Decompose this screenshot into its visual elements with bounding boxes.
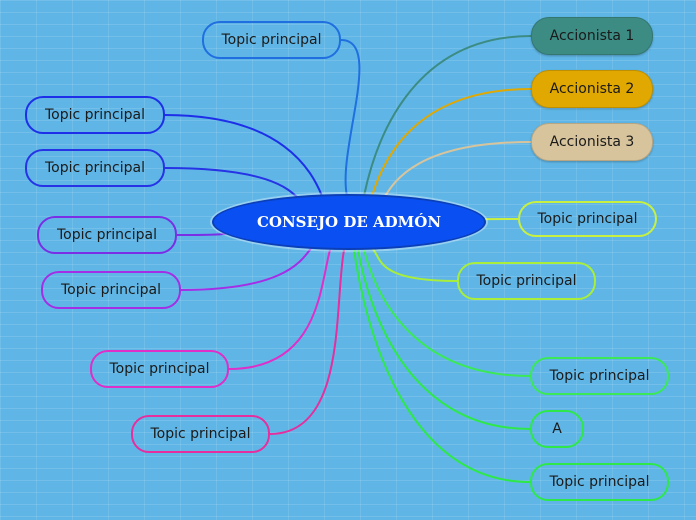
connector-accionista-1 xyxy=(363,35,532,197)
connector-left-2 xyxy=(164,114,323,197)
connector-left-6 xyxy=(228,249,331,370)
topic-label: Accionista 2 xyxy=(549,81,635,97)
central-topic-label: CONSEJO DE ADMÓN xyxy=(256,213,442,231)
topic-node-right-6[interactable]: Topic principal xyxy=(530,357,669,395)
topic-node-left-3[interactable]: Topic principal xyxy=(25,149,165,187)
topic-node-left-5[interactable]: Topic principal xyxy=(41,271,181,309)
connector-accionista-3 xyxy=(383,141,532,199)
topic-node-left-2[interactable]: Topic principal xyxy=(25,96,165,134)
topic-node-top-left-1[interactable]: Topic principal xyxy=(202,21,341,59)
topic-label: Accionista 3 xyxy=(549,134,635,150)
topic-label: Topic principal xyxy=(549,474,650,490)
topic-label: Topic principal xyxy=(60,282,161,298)
topic-node-right-4[interactable]: Topic principal xyxy=(518,201,657,237)
connector-right-8 xyxy=(353,249,531,483)
topic-node-right-7[interactable]: A xyxy=(530,410,584,448)
connector-accionista-2 xyxy=(371,88,532,197)
topic-node-right-8[interactable]: Topic principal xyxy=(530,463,669,501)
connector-right-5 xyxy=(371,247,458,282)
topic-node-left-6[interactable]: Topic principal xyxy=(90,350,229,388)
topic-label: Topic principal xyxy=(109,361,210,377)
topic-label: Topic principal xyxy=(56,227,157,243)
topic-label: Topic principal xyxy=(150,426,251,442)
topic-node-right-5[interactable]: Topic principal xyxy=(457,262,596,300)
topic-node-accionista-2[interactable]: Accionista 2 xyxy=(531,70,653,108)
connector-right-7 xyxy=(357,249,531,430)
topic-label: Topic principal xyxy=(476,273,577,289)
connector-left-7 xyxy=(269,249,345,435)
connector-left-5 xyxy=(180,246,313,291)
connector-top-left-1 xyxy=(340,39,361,197)
topic-label: Topic principal xyxy=(221,32,322,48)
connector-right-6 xyxy=(363,249,531,377)
topic-label: A xyxy=(552,421,562,437)
topic-label: Topic principal xyxy=(537,211,638,227)
topic-node-left-7[interactable]: Topic principal xyxy=(131,415,270,453)
central-topic-consejo-de-admon[interactable]: CONSEJO DE ADMÓN xyxy=(212,194,486,250)
topic-label: Accionista 1 xyxy=(549,28,635,44)
connector-left-3 xyxy=(164,167,301,201)
topic-node-accionista-3[interactable]: Accionista 3 xyxy=(531,123,653,161)
topic-node-accionista-1[interactable]: Accionista 1 xyxy=(531,17,653,55)
topic-label: Topic principal xyxy=(549,368,650,384)
topic-label: Topic principal xyxy=(44,107,145,123)
topic-node-left-4[interactable]: Topic principal xyxy=(37,216,177,254)
topic-label: Topic principal xyxy=(44,160,145,176)
